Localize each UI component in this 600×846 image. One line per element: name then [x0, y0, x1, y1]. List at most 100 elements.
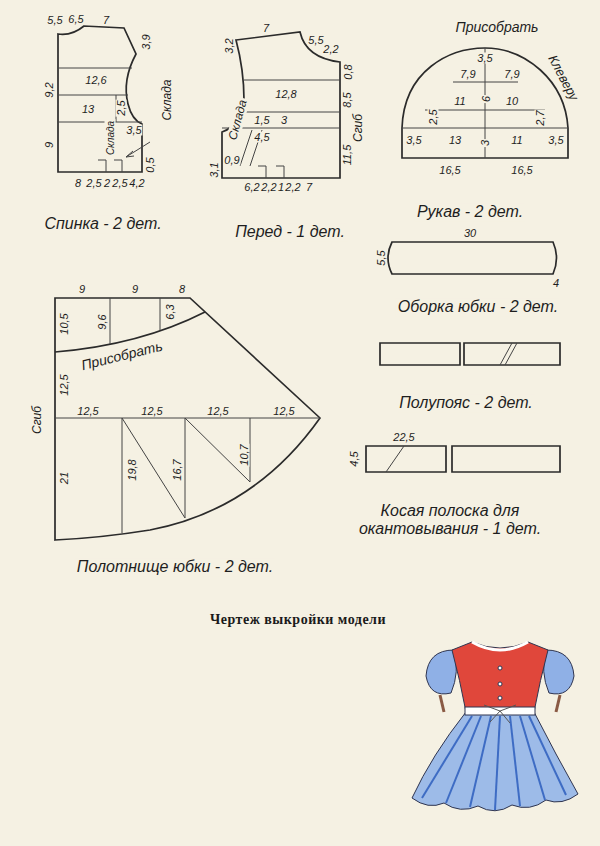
- pattern-piece: Спинка - 2 дет.СкладаСклада: [36, 10, 186, 238]
- construction-line: [55, 298, 320, 418]
- piece-caption: Рукав - 2 дет.: [415, 203, 525, 221]
- left-arm: [440, 695, 444, 712]
- cut-line: [452, 446, 560, 472]
- piece-caption: Оборка юбки - 2 дет.: [396, 298, 560, 316]
- dimension-label: 2,2: [284, 182, 301, 193]
- dimension-label: 7,9: [459, 69, 476, 80]
- dimension-label: 11: [453, 96, 466, 107]
- dimension-label: 13: [81, 104, 95, 115]
- dress-button: [498, 682, 502, 686]
- piece-caption: Косая полоска для окантовывания - 1 дет.: [333, 502, 567, 537]
- dimension-label: 6,5: [67, 14, 84, 25]
- skirt-stripe: [529, 716, 566, 795]
- dimension-label: 7: [262, 23, 270, 34]
- pattern-note: Присобрать: [454, 20, 541, 35]
- dimension-label: 9,6: [97, 313, 108, 330]
- dimension-label: 4,5: [349, 450, 360, 467]
- dimension-label: 3,5: [547, 135, 564, 146]
- dimension-label: 0,8: [343, 63, 354, 80]
- dimension-label: 10: [505, 96, 519, 107]
- pattern-note: Склада: [105, 119, 116, 157]
- piece-caption: Перед - 1 дет.: [233, 223, 347, 241]
- dimension-label: 8: [178, 284, 186, 295]
- dimension-label: 3,5: [405, 135, 422, 146]
- dimension-label: 12,5: [140, 406, 163, 417]
- dimension-label: 12,5: [76, 406, 99, 417]
- dimension-label: 2,7: [535, 109, 546, 126]
- dimension-label: 9,2: [44, 81, 55, 98]
- dimension-label: 2,2: [260, 182, 277, 193]
- dimension-label: 2,5: [428, 108, 439, 125]
- pattern-piece: Перед - 1 дет. Склада Сгиб: [206, 22, 370, 244]
- construction-line: [500, 343, 517, 365]
- dress-bodice: [452, 642, 548, 712]
- piece-caption: Полупояс - 2 дет.: [397, 394, 535, 412]
- dimension-label: 2,5: [111, 178, 128, 189]
- dress-button: [498, 666, 502, 670]
- dimension-label: 8,5: [342, 91, 353, 108]
- dimension-label: 12,5: [272, 406, 295, 417]
- cut-line: [388, 242, 557, 274]
- dimension-label: 4,5: [253, 132, 270, 143]
- dimension-label: 4: [552, 278, 560, 289]
- cut-line: [222, 32, 340, 178]
- cut-line: [402, 48, 568, 158]
- dimension-label: 16,7: [172, 458, 183, 481]
- pattern-piece: Полупояс - 2 дет.: [368, 334, 566, 416]
- left-sleeve: [426, 650, 456, 694]
- pattern-piece: Рукав - 2 дет. ПрисобратьКлеверу: [394, 14, 585, 224]
- dimension-label: 30: [463, 228, 477, 239]
- dress-button: [498, 696, 502, 700]
- dimension-label: 9: [131, 284, 139, 295]
- construction-line: [122, 418, 250, 533]
- skirt-stripe: [446, 716, 481, 803]
- dimension-label: 0,5: [145, 156, 156, 173]
- cut-line: [55, 298, 320, 540]
- piece-outline: [394, 14, 582, 224]
- dimension-label: 10,7: [239, 443, 250, 466]
- piece-caption: Спинка - 2 дет.: [42, 215, 163, 233]
- dimension-label: 2,5: [116, 99, 127, 116]
- skirt-stripe: [470, 716, 491, 807]
- cut-line: [366, 446, 446, 472]
- dimension-label: 2: [103, 178, 111, 189]
- construction-line: [258, 166, 284, 178]
- cut-line: [464, 343, 560, 365]
- dimension-label: 3,5: [476, 53, 493, 64]
- construction-line: [386, 446, 404, 472]
- dimension-label: 3,9: [141, 33, 152, 50]
- dimension-label: 5,5: [376, 249, 387, 266]
- dimension-label: 2,2: [322, 44, 339, 55]
- dimension-label: 8: [74, 178, 82, 189]
- pattern-note: Сгиб: [31, 404, 44, 436]
- dimension-label: 6,3: [165, 303, 176, 320]
- dimension-label: 2,5: [85, 178, 102, 189]
- pattern-note: Склада: [161, 77, 174, 122]
- dress-drawing: [412, 642, 578, 811]
- dimension-label: 9: [44, 141, 55, 149]
- pattern-note: Присобрать: [78, 338, 166, 374]
- dimension-label: 9: [78, 284, 86, 295]
- pattern-note: Клеверу: [544, 51, 582, 105]
- dimension-label: 6: [481, 95, 492, 103]
- dimension-label: 13: [448, 135, 462, 146]
- skirt-stripe: [520, 716, 545, 800]
- dimension-label: 3,5: [125, 125, 142, 136]
- dimension-label: 7: [305, 182, 313, 193]
- dimension-label: 22,5: [392, 432, 415, 443]
- dimension-label: 19,8: [127, 458, 138, 481]
- dress-bow: [484, 705, 516, 723]
- pattern-note: Сгиб: [352, 112, 365, 144]
- pattern-note: Склада: [226, 97, 250, 144]
- dimension-label: 12,6: [84, 75, 107, 86]
- cut-line: [380, 343, 460, 365]
- cut-line: [58, 26, 142, 172]
- right-sleeve: [544, 650, 574, 694]
- dimension-label: 5,5: [46, 15, 63, 26]
- skirt-stripe: [510, 716, 520, 806]
